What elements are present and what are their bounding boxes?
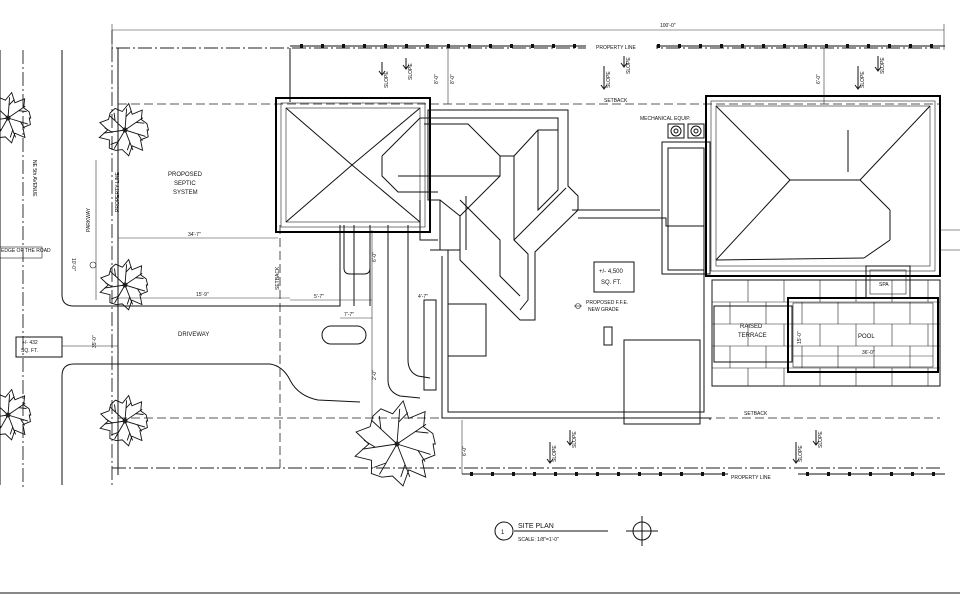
slope-label-3: SLOPE (606, 71, 612, 88)
street: NE 5th AVENUE EDGE OF THE ROAD 10'-0" (0, 50, 361, 490)
detail-number: 1 (501, 530, 505, 536)
walk-dim-1: 5'-7" (314, 294, 324, 300)
mechanical-equip-label: MECHANICAL EQUIP. (640, 116, 690, 122)
septic-label-3: SYSTEM (173, 190, 198, 196)
property-line-bottom-label: PROPERTY LINE (731, 475, 771, 481)
property-line: PROPERTY LINE PROPERTY LINE PROPERTY LIN… (111, 30, 945, 485)
gap-dim-b: 6'-0" (816, 74, 822, 84)
gap-dim-c: 6'-0" (372, 252, 378, 262)
street-offset-dim: 10'-0" (70, 258, 76, 271)
terrace-label-1: RAISED (740, 324, 763, 330)
house-right-wing (705, 95, 960, 277)
spa-label: SPA (879, 282, 889, 288)
gap-dim-e: 6'-0" (462, 446, 468, 456)
mechanical-equipment: MECHANICAL EQUIP. (640, 116, 705, 139)
pool-length-dim: 36'-0" (862, 350, 875, 356)
property-line-top-label: PROPERTY LINE (596, 45, 636, 51)
slope-arrows: SLOPE SLOPE SLOPE SLOPE SLOPE SLOPE SLOP… (378, 56, 886, 464)
house-left-wing (275, 97, 431, 233)
tree-street-1 (0, 91, 32, 144)
parkway-label: PARKWAY (86, 207, 92, 232)
slope-label-1: SLOPE (384, 71, 390, 88)
driveway-area-2: SQ. FT. (21, 348, 38, 354)
trees (0, 91, 436, 487)
slope-label-6: SLOPE (880, 57, 886, 74)
gap-dim-d: 2'-0" (372, 370, 378, 380)
setback-top-label: SETBACK (604, 98, 628, 104)
slope-label-9: SLOPE (798, 445, 804, 462)
septic-area: PROPOSED SEPTIC SYSTEM PARKWAY 34'-7" (86, 160, 278, 300)
slope-label-10: SLOPE (818, 431, 824, 448)
house-central-roof (381, 109, 579, 321)
tree-2 (99, 258, 149, 311)
north-arrow-icon (626, 516, 658, 546)
driveway: 15'-9" DRIVEWAY +/- 432 SQ. FT. 35'-0" 5… (15, 225, 431, 420)
setback-dimensions: 8'-0" 8'-0" 6'-0" 6'-0" 2'-0" 6'-0" (372, 48, 825, 474)
overall-dimension-text: 100'-0" (660, 23, 676, 29)
slope-label-4: SLOPE (626, 57, 632, 74)
pool-width-dim: 15'-0" (797, 331, 803, 344)
property-line-left-label: PROPERTY LINE (115, 172, 121, 212)
walk-dim-2: 7'-7" (344, 312, 354, 318)
driveway-area-1: +/- 432 (22, 340, 38, 346)
setback-left-label: SETBACK (275, 266, 281, 290)
tree-3 (99, 394, 149, 447)
walk-dim-3: 4'-7" (418, 294, 428, 300)
edge-of-road-label: EDGE OF THE ROAD (1, 248, 51, 254)
driveway-width-dim: 15'-9" (196, 292, 209, 298)
proposed-ffe-1: PROPOSED F.F.E. (586, 300, 628, 306)
house-area-1: +/- 4,500 (599, 269, 624, 275)
slope-label-2: SLOPE (408, 63, 414, 80)
drawing-scale: SCALE: 1/8"=1'-0" (518, 537, 559, 543)
setback-lines: SETBACK SETBACK SETBACK (118, 98, 940, 470)
septic-width-dim: 34'-7" (188, 232, 201, 238)
slope-label-7: SLOPE (552, 445, 558, 462)
house-footprint: +/- 4,500 SQ. FT. PROPOSED F.F.E. NEW GR… (423, 141, 711, 425)
tree-street-2 (0, 388, 32, 441)
gap-dim-a: 8'-0" (450, 74, 456, 84)
tree-1 (98, 102, 150, 157)
gap-dim-top: 8'-0" (434, 74, 440, 84)
slope-label-5: SLOPE (860, 71, 866, 88)
parkway-depth-dim: 35'-0" (92, 335, 98, 348)
drawing-title: SITE PLAN (518, 523, 554, 530)
driveway-label: DRIVEWAY (178, 332, 209, 338)
septic-label-2: SEPTIC (174, 181, 196, 187)
pool-terrace: RAISED TERRACE POOL 36'-0" 15'-0" SPA (711, 265, 941, 387)
terrace-label-2: TERRACE (738, 333, 767, 339)
setback-bottom-label: SETBACK (744, 411, 768, 417)
house-area-2: SQ. FT. (601, 280, 622, 286)
proposed-ffe-2: NEW GRADE (588, 307, 620, 313)
street-name: NE 5th AVENUE (31, 160, 37, 197)
slope-label-8: SLOPE (572, 431, 578, 448)
tree-4 (354, 399, 436, 487)
pool-label: POOL (858, 334, 875, 340)
septic-label-1: PROPOSED (168, 172, 203, 178)
title-block: 1 SITE PLAN SCALE: 1/8"=1'-0" (494, 516, 658, 546)
